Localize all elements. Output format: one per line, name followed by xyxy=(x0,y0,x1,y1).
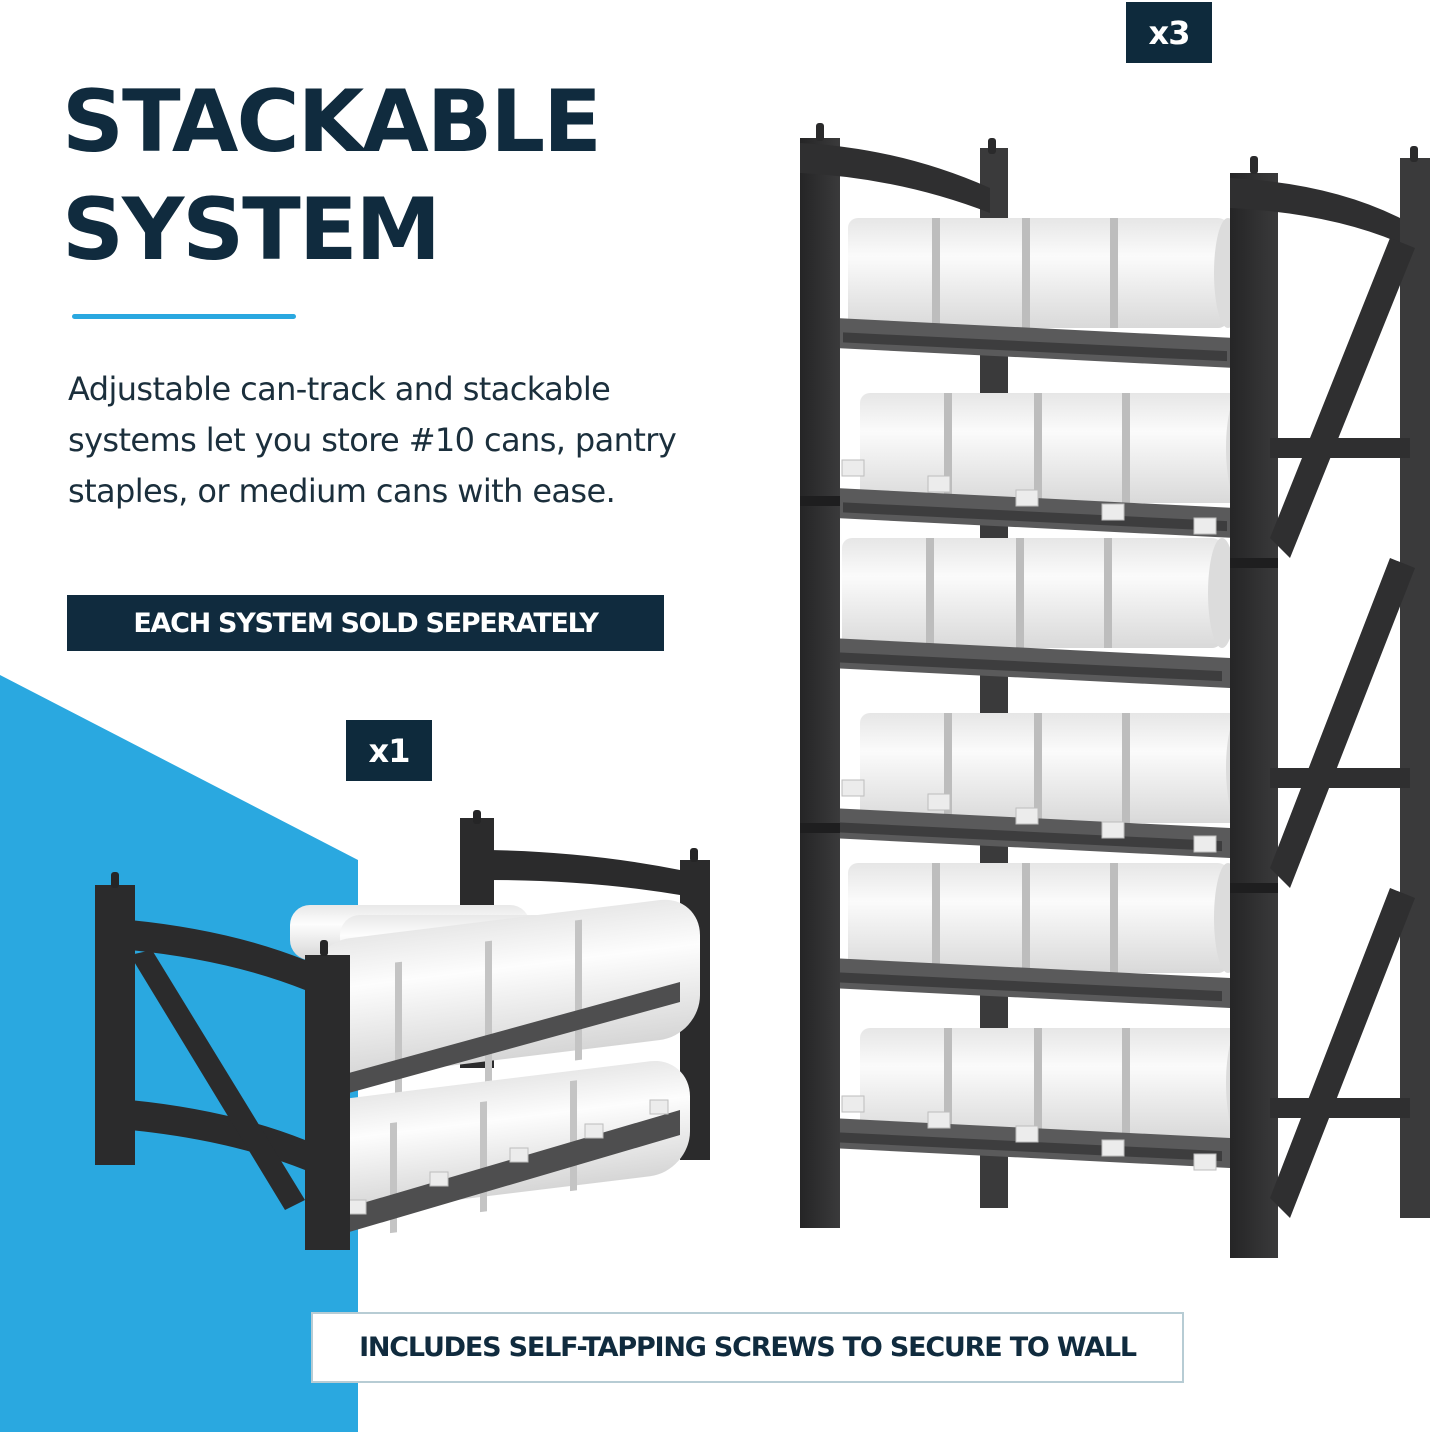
quantity-badge-x3: x3 xyxy=(1126,2,1212,63)
description-text: Adjustable can-track and stackable syste… xyxy=(68,370,677,510)
stacked-rack-illustration xyxy=(800,123,1430,1258)
accent-divider xyxy=(72,314,296,319)
title-line-1: STACKABLE xyxy=(62,72,602,172)
title-line-2: SYSTEM xyxy=(62,180,441,280)
sold-separately-banner: EACH SYSTEM SOLD SEPERATELY xyxy=(67,595,664,651)
screws-included-banner: INCLUDES SELF-TAPPING SCREWS TO SECURE T… xyxy=(311,1312,1184,1383)
page-title: STACKABLE SYSTEM xyxy=(62,68,602,284)
single-rack-illustration xyxy=(95,810,710,1250)
quantity-badge-x1: x1 xyxy=(346,720,432,781)
